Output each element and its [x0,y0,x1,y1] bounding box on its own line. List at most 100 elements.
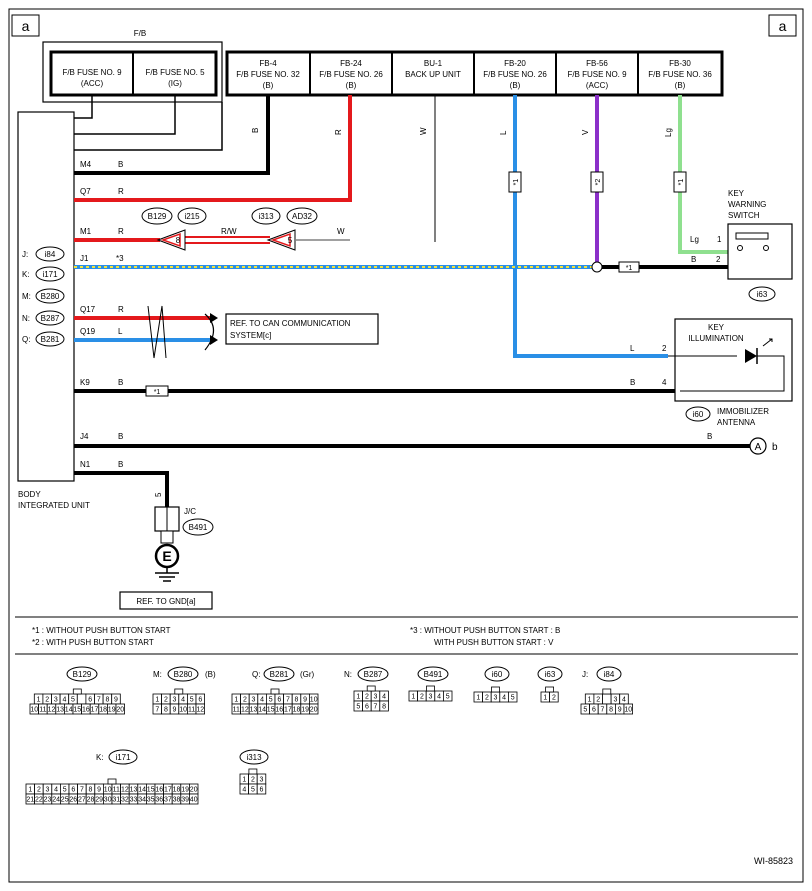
connector-b280-pin-label: 3 [173,697,177,704]
connector-b281-latch [270,688,280,695]
connector-i171-pin-label: 1 [28,787,32,794]
pin-m1: M1 [80,227,92,236]
j4-end-suffix: b [772,442,778,453]
connector-b280-pin-label: 11 [188,707,195,714]
connector-i171-pin-label: 28 [87,797,95,804]
note-2: *2 : WITH PUSH BUTTON START [32,638,154,647]
imm-label-2: ANTENNA [717,418,756,427]
connector-i171-pin-label: 36 [155,797,163,804]
connector-b491-pin-label: 5 [446,694,450,701]
wire-m1-mid-color: R/W [221,227,237,236]
tag-j1: *1 [626,265,633,272]
can-ref-box[interactable] [225,313,379,345]
connector-b287-pin-label: 6 [365,704,369,711]
connector-b281-pin-label: 18 [293,707,301,714]
twisted-pair-mark [147,305,167,359]
conn-b287-label: B287 [41,314,60,323]
connector-i313-pin-label: 3 [260,777,264,784]
figure-id: WI-85823 [754,856,793,866]
connector-b281-pin-label: 1 [234,697,238,704]
note-3b: WITH PUSH BUTTON START : V [434,638,554,647]
connector-b281-pin-label: 3 [252,697,256,704]
gnd-ref-box[interactable] [119,591,213,610]
connector-b281-pin-label: 9 [303,697,307,704]
wire-m4-color: B [118,160,123,169]
connector-b281-pin-label: 4 [260,697,264,704]
connector-b280-pin-label: 6 [198,697,202,704]
corner-tag-right-label: a [779,18,787,34]
connector-b280-pin-label: 12 [196,707,204,714]
wire-n1-num: 5 [154,492,163,497]
connector-i171-pin-label: 17 [164,787,172,794]
kw-label-2: WARNING [728,200,766,209]
immobilizer-antenna [674,318,793,402]
wire-fb20-l [513,95,668,358]
connector-b287-pin-label: 3 [374,694,378,701]
connector-i171-pin-label: 9 [97,787,101,794]
connector-b280-pin-label: 10 [179,707,187,714]
connector-b287-pin-label: 8 [382,704,386,711]
svg-text:B129: B129 [73,670,92,679]
connector-i313-pin-label: 6 [260,787,264,794]
connector-b280-pin-label: 1 [155,697,159,704]
connector-i171-pin-label: 40 [190,797,198,804]
note-3a: *3 : WITHOUT PUSH BUTTON START : B [410,626,560,635]
connector-i171-pin-label: 37 [164,797,172,804]
connector-b287-cell [379,700,389,712]
connector-i171-pin-label: 2 [37,787,41,794]
connector-b281-pin-label: 12 [241,707,249,714]
connector-i171-pin-label: 20 [190,787,198,794]
pin-q19: Q19 [80,327,96,336]
tag-fb56: *2 [595,179,602,186]
connector-i60-pin-label: 1 [476,695,480,702]
fuse-fb20-l1: FB-20 [504,59,526,68]
gnd-ref-label: REF. TO GND[a] [136,597,195,606]
connector-b280-pin-label: 9 [173,707,177,714]
svg-text:J:: J: [582,670,588,679]
wire-n1-color: B [118,460,123,469]
fuse-fb4-l2: F/B FUSE NO. 32 [236,70,300,79]
conn-i60: i60 [693,410,704,419]
pin-j4: J4 [80,432,89,441]
svg-text:N:: N: [344,670,352,679]
m1-pin-5: 5 [288,236,293,245]
connector-b129-pin-label: 9 [114,697,118,704]
conn-i84-label: i84 [45,250,56,259]
connector-i84-latch [602,688,612,695]
connector-b491-pin-label: 1 [411,694,415,701]
connector-i171-pin-label: 7 [80,787,84,794]
connector-i313-pin-label: 5 [251,787,255,794]
wire-m4-b [74,95,270,175]
connector-i313-pin-label: 2 [251,777,255,784]
connector-i171-pin-label: 35 [147,797,155,804]
connector-i171-pin-label: 15 [147,787,155,794]
wire-q7-r [74,95,352,202]
ground-e-label: E [162,548,171,564]
fb-fuse5-line2: (IG) [168,79,182,88]
tag-fb30: *1 [678,179,685,186]
svg-text:(Gr): (Gr) [300,670,315,679]
wire-fb56-color: V [581,129,590,135]
connector-b287-pin-label: 2 [365,694,369,701]
wire-j1-color: B [691,255,696,264]
connector-i60-latch [491,686,500,693]
connector-i313-cell [256,783,267,795]
connector-b129-pin-label: 11 [39,707,46,714]
svg-text:(B): (B) [205,670,216,679]
connector-i84-pin-label: 3 [613,697,617,704]
wire-n1-b [74,471,169,507]
conn-i215: i215 [184,212,200,221]
connector-b281-pin-label: 7 [286,697,290,704]
conn-ad32: AD32 [292,212,313,221]
connector-b281-pin-label: 14 [258,707,266,714]
svg-text:J:: J: [22,250,28,259]
svg-text:B287: B287 [364,670,383,679]
connector-b280-pin-label: 4 [181,697,185,704]
svg-text:B491: B491 [424,670,443,679]
connector-b129-pin-label: 19 [108,707,116,714]
key-illum-1: KEY [708,323,725,332]
fuse-fb24-l1: FB-24 [340,59,362,68]
